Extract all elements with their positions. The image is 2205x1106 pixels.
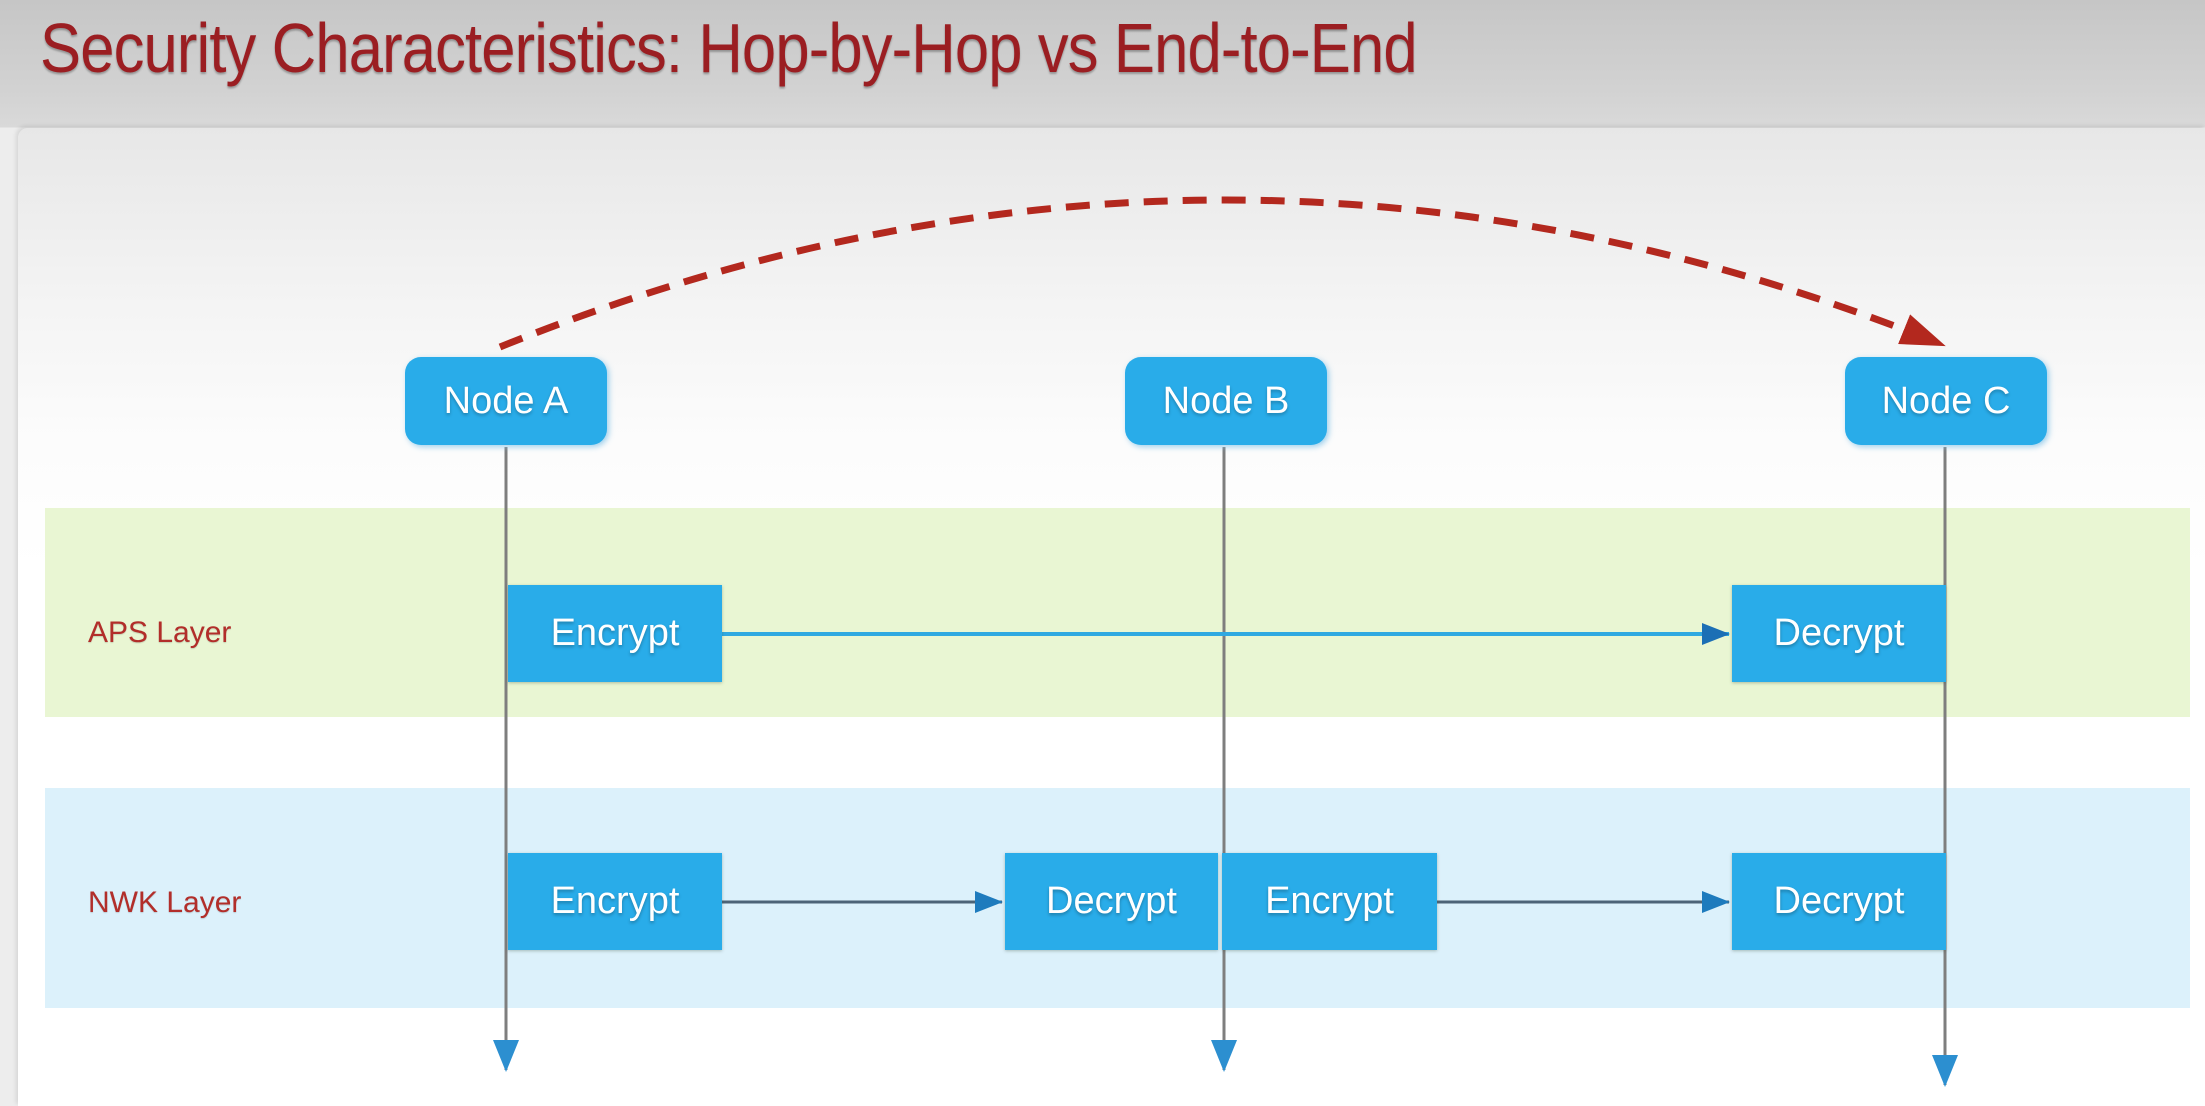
node-c-label: Node C (1881, 379, 2011, 422)
aps-decrypt-label: Decrypt (1773, 612, 1905, 654)
aps-layer-label: APS Layer (88, 616, 232, 649)
nwk-decrypt-c-label: Decrypt (1773, 880, 1905, 922)
nwk-encrypt-box-node-a: Encrypt (508, 853, 722, 950)
node-a-label: Node A (443, 379, 569, 422)
nwk-encrypt-a-label: Encrypt (550, 880, 680, 922)
end-to-end-dashed-arrow (498, 196, 1946, 351)
aps-encrypt-label: Encrypt (550, 612, 680, 654)
nwk-encrypt-box-node-b: Encrypt (1222, 853, 1437, 950)
nwk-decrypt-box-node-b: Decrypt (1005, 853, 1218, 950)
node-b-label: Node B (1162, 379, 1290, 422)
nwk-encrypt-b-label: Encrypt (1265, 880, 1394, 922)
aps-decrypt-box-node-c: Decrypt (1732, 585, 1946, 682)
slide-title: Security Characteristics: Hop-by-Hop vs … (40, 9, 1418, 87)
node-box-c: Node C (1845, 357, 2047, 445)
node-box-a: Node A (405, 357, 607, 445)
nwk-decrypt-b-label: Decrypt (1046, 880, 1177, 922)
node-box-b: Node B (1125, 357, 1327, 445)
nwk-decrypt-box-node-c: Decrypt (1732, 853, 1946, 950)
nwk-layer-label: NWK Layer (88, 886, 242, 919)
aps-encrypt-box-node-a: Encrypt (508, 585, 722, 682)
